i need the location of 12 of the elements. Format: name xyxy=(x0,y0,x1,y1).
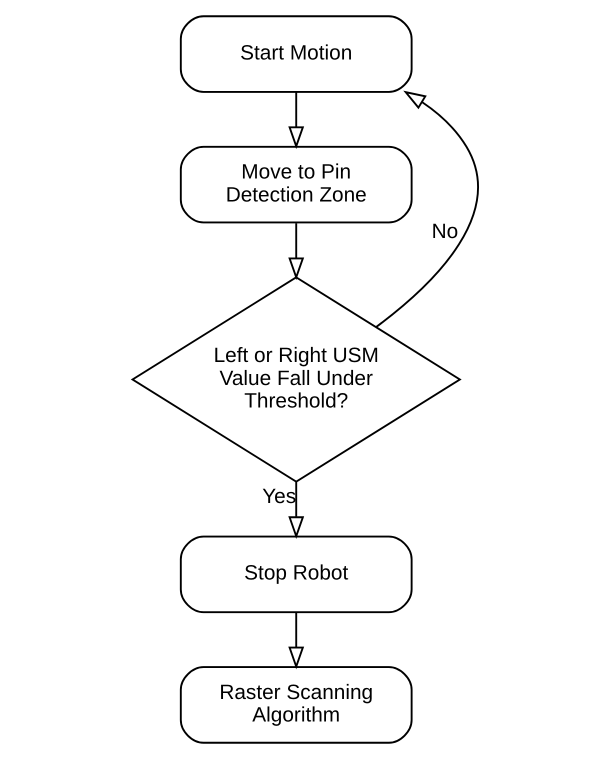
node-box: Move to Pin Detection Zone xyxy=(179,146,412,224)
edge-label: Yes xyxy=(262,485,296,508)
arrow xyxy=(288,223,304,280)
node-box: Start Motion xyxy=(179,15,412,93)
node-box: Stop Robot xyxy=(179,536,412,614)
arrow xyxy=(288,482,304,540)
arrow xyxy=(288,612,304,670)
arrow xyxy=(375,90,478,328)
arrow xyxy=(288,92,304,150)
edge-label: No xyxy=(431,220,458,244)
node-box: Raster Scanning Algorithm xyxy=(179,666,412,744)
node-diamond: Left or Right USM Value Fall Under Threshold? xyxy=(130,276,462,483)
